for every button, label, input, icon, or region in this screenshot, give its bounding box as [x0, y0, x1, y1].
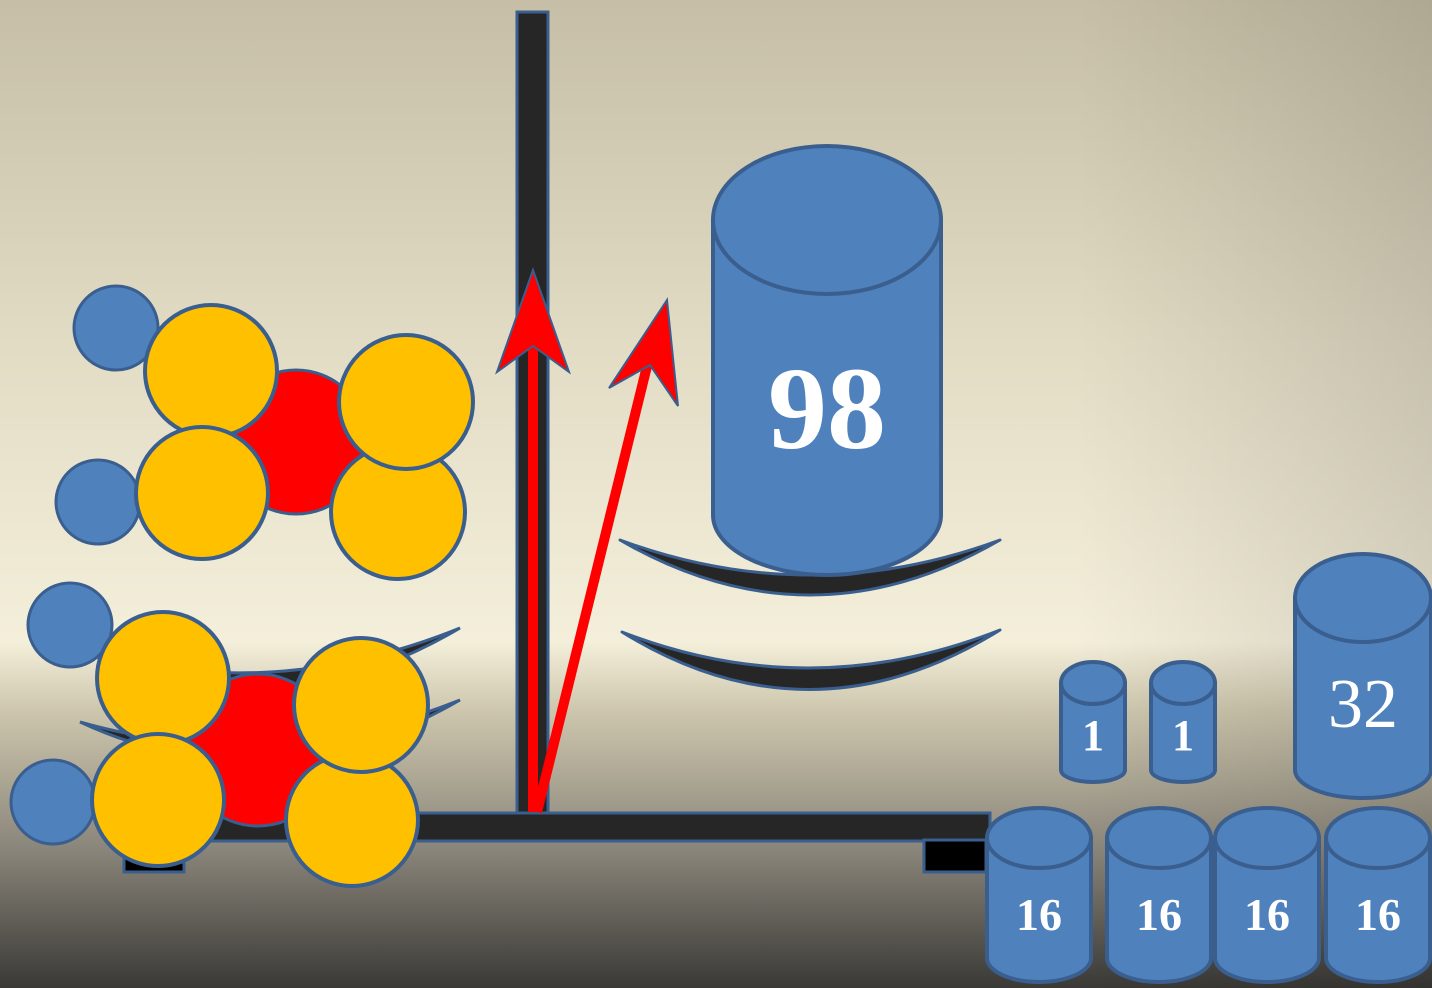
atom-blue	[54, 458, 142, 546]
molecule-upper	[54, 284, 475, 581]
weight-16-d-label: 16	[1355, 889, 1401, 940]
atom-blue	[72, 284, 160, 372]
weight-16-a: 16	[985, 806, 1093, 984]
atom-yellow	[95, 610, 231, 746]
right-pan-lower	[620, 628, 1002, 691]
weight-32: 32	[1293, 552, 1432, 800]
weight-1-right: 1	[1149, 660, 1217, 784]
atom-yellow	[284, 752, 420, 888]
weight-16-d: 16	[1324, 806, 1432, 984]
molecule-lower	[9, 581, 430, 888]
weight-16-a-label: 16	[1016, 889, 1062, 940]
atom-blue	[26, 581, 114, 669]
balance-right-foot	[922, 838, 988, 874]
weight-1-left: 1	[1059, 660, 1127, 784]
weight-16-c: 16	[1213, 806, 1321, 984]
atom-yellow	[143, 303, 279, 439]
atom-yellow	[292, 636, 430, 774]
atom-yellow	[337, 333, 475, 471]
weight-1-right-label: 1	[1172, 711, 1194, 760]
right-pan-upper	[618, 538, 1002, 597]
atom-blue	[9, 758, 97, 846]
tilted-arrow	[532, 297, 679, 814]
weight-16-b: 16	[1105, 806, 1213, 984]
weight-98-label: 98	[768, 343, 886, 474]
weight-32-label: 32	[1328, 666, 1398, 743]
weight-1-left-label: 1	[1082, 711, 1104, 760]
atom-yellow	[134, 425, 270, 561]
vertical-arrow	[494, 266, 572, 812]
atom-yellow	[90, 732, 226, 868]
weight-16-c-label: 16	[1244, 889, 1290, 940]
weight-98: 98	[711, 144, 943, 577]
weight-16-b-label: 16	[1136, 889, 1182, 940]
